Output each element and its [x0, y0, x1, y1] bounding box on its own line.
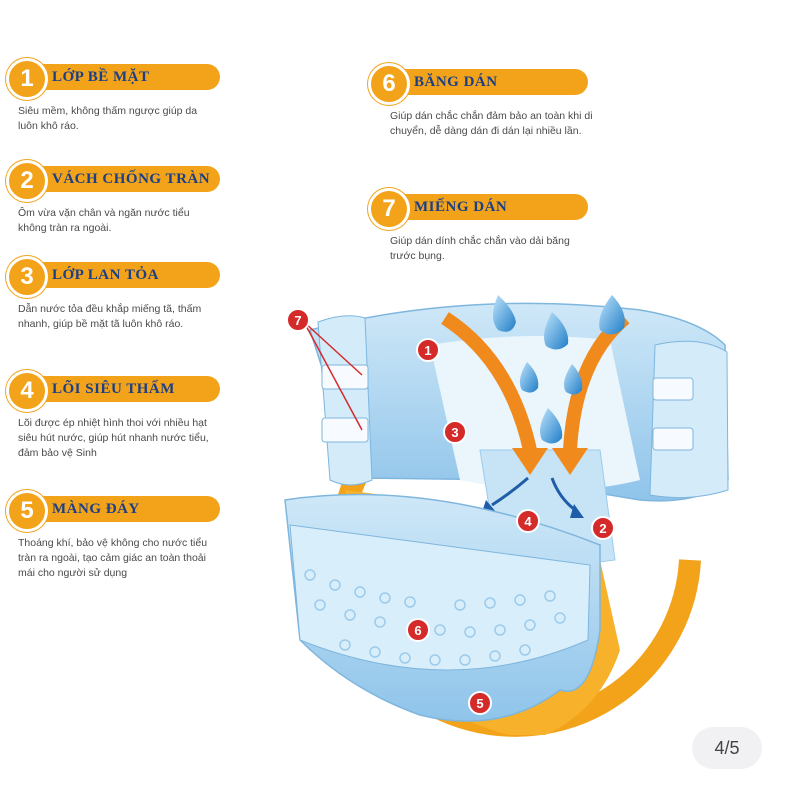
feature-1-bar: LỚP BỀ MẶT [24, 64, 220, 90]
feature-1-header: LỚP BỀ MẶT 1 [6, 58, 220, 100]
tab-pointer-line-top [303, 321, 363, 376]
flow-arrowhead-right [552, 448, 588, 475]
svg-text:6: 6 [414, 623, 421, 638]
left-wing [317, 315, 373, 486]
front-tape-pattern [304, 569, 566, 666]
feature-7-header: MIẾNG DÁN 7 [368, 188, 588, 230]
tab-pointer-line-bottom [303, 321, 363, 431]
left-tab-bottom [321, 417, 369, 443]
svg-text:1: 1 [424, 343, 431, 358]
feature-2-title: VÁCH CHỐNG TRÀN [52, 170, 211, 187]
feature-7: MIẾNG DÁN 7 Giúp dán dính chắc chắn vào … [368, 188, 588, 264]
feature-7-bar: MIẾNG DÁN [386, 194, 588, 220]
marker-7: 7 [286, 308, 310, 332]
right-wing [649, 340, 729, 499]
marker-2: 2 [591, 516, 615, 540]
water-drop [493, 295, 625, 444]
feature-3-description: Dẫn nước tỏa đều khắp miếng tã, thấm nha… [18, 303, 202, 330]
left-tab-top [321, 364, 369, 390]
feature-4: LÕI SIÊU THẤM 4 Lõi được ép nhiệt hình t… [6, 370, 220, 461]
feature-4-number: 4 [6, 370, 48, 412]
feature-1: LỚP BỀ MẶT 1 Siêu mềm, không thấm ngược … [6, 58, 220, 134]
svg-text:3: 3 [451, 425, 458, 440]
feature-7-title: MIẾNG DÁN [414, 198, 508, 215]
feature-1-number: 1 [6, 58, 48, 100]
spread-arrow-left [491, 476, 529, 507]
back-waistband [309, 302, 729, 502]
feature-4-description: Lõi được ép nhiệt hình thoi với nhiều hạ… [18, 417, 209, 459]
feature-1-description: Siêu mềm, không thấm ngược giúp da luôn … [18, 105, 198, 132]
orange-arc [329, 464, 701, 737]
feature-5-description: Thoáng khí, bảo vệ không cho nước tiểu t… [18, 537, 208, 579]
feature-3-header: LỚP LAN TỎA 3 [6, 256, 220, 298]
feature-2-header: VÁCH CHỐNG TRÀN 2 [6, 160, 220, 202]
front-panel [284, 493, 601, 722]
spread-arrowhead-left [482, 500, 496, 512]
feature-6-description: Giúp dán chắc chắn đảm bảo an toàn khi d… [390, 110, 593, 137]
feature-3: LỚP LAN TỎA 3 Dẫn nước tỏa đều khắp miến… [6, 256, 220, 332]
svg-text:4: 4 [524, 514, 532, 529]
feature-6-number: 6 [368, 63, 410, 105]
svg-text:2: 2 [599, 521, 606, 536]
marker-4: 4 [516, 509, 540, 533]
spread-arrow-right [550, 477, 579, 514]
marker-3: 3 [443, 420, 467, 444]
feature-6: BĂNG DÁN 6 Giúp dán chắc chắn đảm bảo an… [368, 63, 593, 139]
feature-5-bar: MÀNG ĐÁY [24, 496, 220, 522]
marker-6: 6 [406, 618, 430, 642]
right-tab-bottom [652, 427, 694, 451]
feature-5-number: 5 [6, 490, 48, 532]
marker-1: 1 [416, 338, 440, 362]
feature-2-bar: VÁCH CHỐNG TRÀN [24, 166, 220, 192]
feature-4-bar: LÕI SIÊU THẤM [24, 376, 220, 402]
feature-7-description: Giúp dán dính chắc chắn vào dải băng trư… [390, 235, 570, 262]
feature-2: VÁCH CHỐNG TRÀN 2 Ôm vừa vặn chân và ngă… [6, 160, 220, 236]
feature-5-header: MÀNG ĐÁY 5 [6, 490, 220, 532]
absorbent-core [479, 449, 616, 576]
feature-1-title: LỚP BỀ MẶT [52, 68, 150, 85]
feature-6-header: BĂNG DÁN 6 [368, 63, 588, 105]
flow-arrowhead-left [512, 448, 548, 475]
inner-surface [430, 336, 640, 490]
feature-7-number: 7 [368, 188, 410, 230]
svg-text:5: 5 [476, 696, 483, 711]
feature-3-bar: LỚP LAN TỎA [24, 262, 220, 288]
spread-arrowhead-right [570, 504, 584, 518]
feature-4-title: LÕI SIÊU THẤM [52, 380, 175, 397]
feature-5: MÀNG ĐÁY 5 Thoáng khí, bảo vệ không cho … [6, 490, 220, 581]
marker-5: 5 [468, 691, 492, 715]
feature-3-number: 3 [6, 256, 48, 298]
orange-semicircle [345, 490, 620, 735]
right-tab-top [652, 377, 694, 401]
page-indicator[interactable]: 4/5 [692, 727, 762, 769]
flow-arrow-right [563, 312, 630, 451]
feature-6-bar: BĂNG DÁN [386, 69, 588, 95]
feature-2-description: Ôm vừa vặn chân và ngăn nước tiểu không … [18, 207, 190, 234]
feature-6-title: BĂNG DÁN [414, 73, 498, 90]
svg-text:7: 7 [294, 313, 301, 328]
feature-3-title: LỚP LAN TỎA [52, 266, 159, 283]
front-waistband [289, 524, 591, 671]
feature-4-header: LÕI SIÊU THẤM 4 [6, 370, 220, 412]
feature-2-number: 2 [6, 160, 48, 202]
feature-5-title: MÀNG ĐÁY [52, 500, 140, 517]
flow-arrow-left [441, 312, 537, 452]
